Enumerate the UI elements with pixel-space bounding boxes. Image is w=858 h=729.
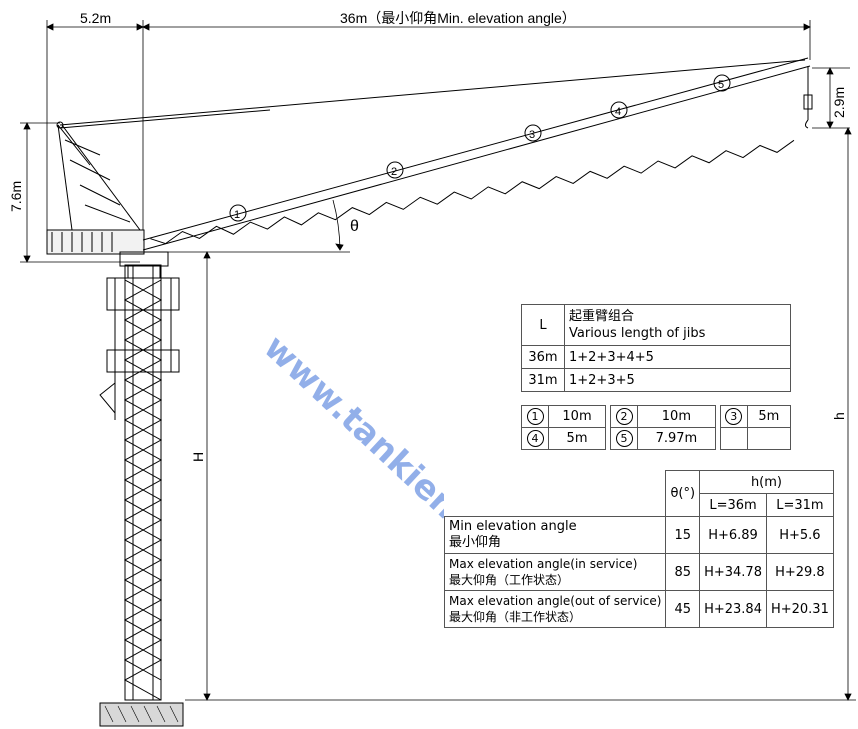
slewing-platform bbox=[46, 229, 169, 279]
theta-header: θ(°) bbox=[665, 470, 701, 517]
segment-length: 10m bbox=[637, 405, 716, 428]
table-row: Max elevation angle(out of service) 最大仰角… bbox=[443, 590, 834, 628]
segment-number: 4 bbox=[526, 430, 544, 447]
left-span-label: 5.2m bbox=[80, 10, 111, 26]
angle-row-en: Max elevation angle(in service) bbox=[449, 557, 638, 571]
jib-combo-cell: 1+2+3+4+5 bbox=[564, 345, 791, 369]
jib-marker-2: 2 bbox=[391, 166, 397, 178]
theta-cell: 15 bbox=[665, 516, 701, 554]
segment-number: 5 bbox=[615, 430, 633, 447]
h36-cell: H+23.84 bbox=[699, 590, 767, 628]
theta-cell: 85 bbox=[665, 553, 701, 591]
tower-height-label: H bbox=[190, 452, 206, 462]
pendant-line bbox=[59, 59, 806, 126]
l36-header: L=36m bbox=[699, 493, 767, 517]
segment-length: 7.97m bbox=[637, 427, 716, 450]
table-row: Max elevation angle(in service) 最大仰角（工作状… bbox=[443, 553, 834, 591]
table-row: 36m 1+2+3+4+5 bbox=[521, 345, 791, 369]
angle-row-en: Max elevation angle(out of service) bbox=[449, 594, 662, 608]
table-row: Min elevation angle 最小仰角 15 H+6.89 H+5.6 bbox=[443, 516, 834, 554]
h31-cell: H+29.8 bbox=[765, 553, 834, 591]
segment-length-table: 1 10m 2 10m 3 5m 4 5m 5 7.97m bbox=[521, 405, 792, 450]
segment-length: 5m bbox=[746, 405, 792, 428]
table-row: 4 5m 5 7.97m bbox=[521, 427, 792, 450]
angle-symbol: θ bbox=[350, 218, 359, 235]
l31-header: L=31m bbox=[765, 493, 834, 517]
angle-row-cn: 最大仰角（非工作状态） bbox=[449, 610, 582, 624]
table-row: 31m 1+2+3+5 bbox=[521, 368, 791, 392]
jib-tip-drop-label: 2.9m bbox=[831, 87, 847, 118]
jib-marker-3: 3 bbox=[529, 129, 535, 141]
theta-cell: 45 bbox=[665, 590, 701, 628]
segment-number: 1 bbox=[526, 408, 544, 425]
h31-cell: H+5.6 bbox=[765, 516, 834, 554]
segment-length: 10m bbox=[547, 405, 607, 428]
angle-row-cn: 最小仰角 bbox=[449, 535, 502, 550]
jib bbox=[142, 57, 813, 251]
hook-height-label: h bbox=[831, 412, 847, 420]
h36-cell: H+34.78 bbox=[699, 553, 767, 591]
jib-marker-4: 4 bbox=[615, 106, 621, 118]
jib-length-table: L 起重臂组合 Various length of jibs 36m 1+2+3… bbox=[521, 304, 791, 392]
a-frame bbox=[56, 121, 141, 231]
h31-cell: H+20.31 bbox=[765, 590, 834, 628]
segment-length: 5m bbox=[547, 427, 607, 450]
jib-length-cell: 31m bbox=[521, 368, 565, 392]
h-header: h(m) bbox=[699, 470, 834, 494]
angle-row-en: Min elevation angle bbox=[449, 519, 577, 534]
segment-number: 3 bbox=[725, 408, 743, 425]
segment-number: 2 bbox=[615, 408, 633, 425]
jib-table-l-header: L bbox=[521, 304, 565, 346]
jib-table-combo-header-cn: 起重臂组合 bbox=[569, 309, 635, 324]
jib-combo-cell: 1+2+3+5 bbox=[564, 368, 791, 392]
table-row: 1 10m 2 10m 3 5m bbox=[521, 405, 792, 428]
angle-row-cn: 最大仰角（工作状态） bbox=[449, 573, 570, 587]
tower-mast bbox=[99, 264, 184, 727]
jib-length-cell: 36m bbox=[521, 345, 565, 369]
elevation-angle-arc bbox=[332, 199, 344, 251]
jib-marker-1: 1 bbox=[234, 209, 240, 221]
elevation-angle-table: θ(°) h(m) L=36m L=31m Min elevation angl… bbox=[443, 470, 834, 628]
tower-top-height-label: 7.6m bbox=[8, 181, 24, 212]
h36-cell: H+6.89 bbox=[699, 516, 767, 554]
jib-marker-5: 5 bbox=[718, 79, 724, 91]
dimension-lines bbox=[20, 20, 856, 701]
jib-table-combo-header: 起重臂组合 Various length of jibs bbox=[564, 304, 791, 346]
jib-table-combo-header-en: Various length of jibs bbox=[569, 326, 706, 341]
jib-segment-markers bbox=[229, 74, 731, 222]
top-span-label: 36m（最小仰角Min. elevation angle） bbox=[340, 10, 576, 26]
